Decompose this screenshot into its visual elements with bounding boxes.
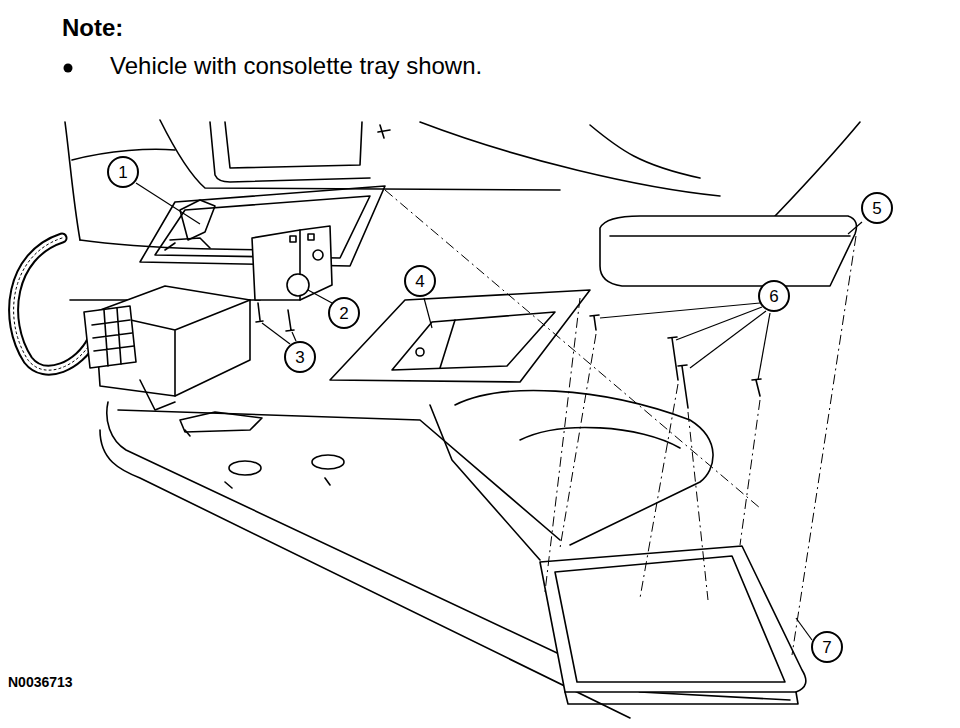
callout-number: 2 [339, 305, 348, 322]
callout-circle: 7 [811, 631, 843, 663]
callout-circle: 6 [758, 280, 790, 312]
callout-number: 1 [118, 164, 127, 181]
callout-number: 5 [872, 200, 881, 217]
callout-number: 7 [822, 639, 831, 656]
callout-circle: 3 [284, 341, 316, 373]
note-text: Vehicle with consolette tray shown. [110, 52, 482, 80]
callout-number: 6 [769, 288, 778, 305]
figure-code: N0036713 [8, 674, 73, 690]
callout-circle: 1 [107, 156, 139, 188]
callout-circle: 4 [404, 265, 436, 297]
callout-number: 4 [415, 273, 424, 290]
callout-circle: 2 [328, 297, 360, 329]
callout-number: 3 [295, 349, 304, 366]
callout-circle: 5 [861, 192, 893, 224]
note-heading: Note: [62, 14, 123, 42]
